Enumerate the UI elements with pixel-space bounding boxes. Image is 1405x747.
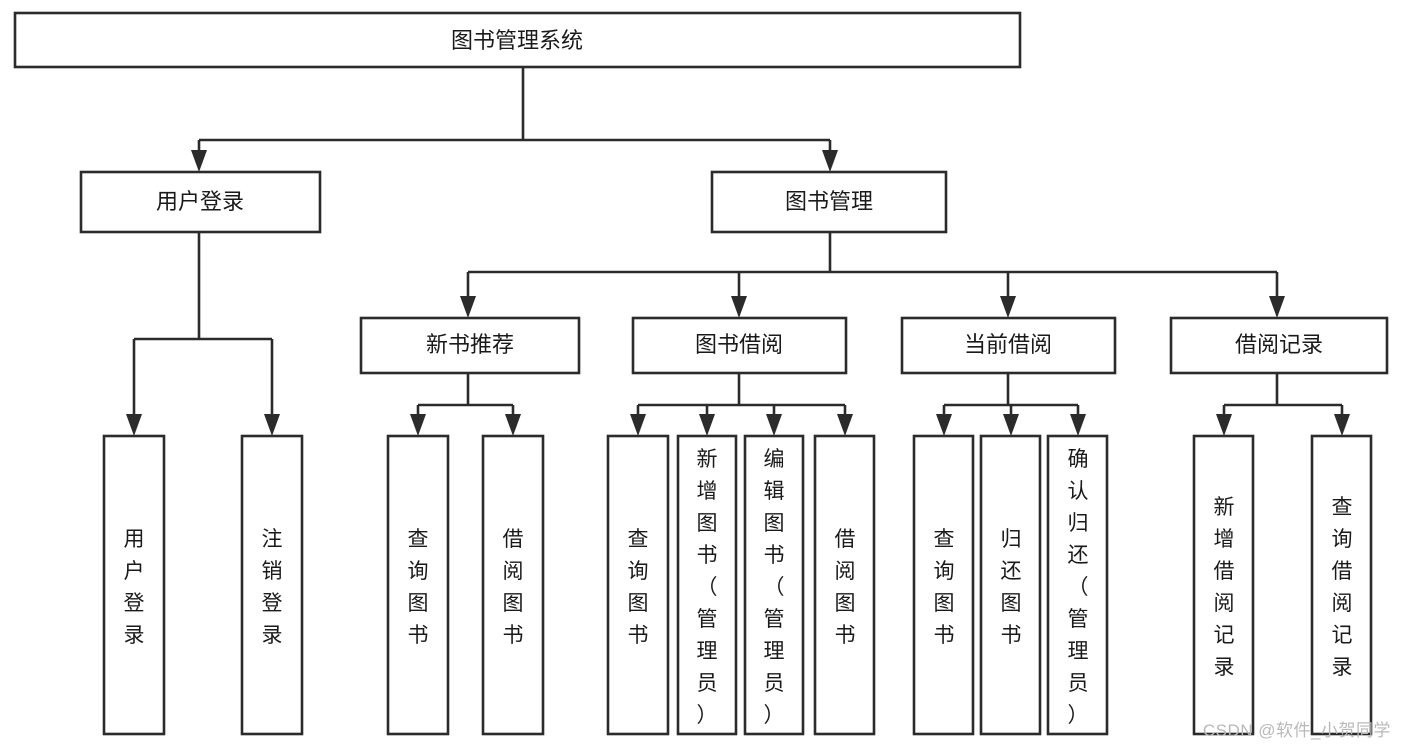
node-borrow-record-box[interactable] bbox=[1169, 316, 1389, 375]
node-leaf-edit-book-admin-label: 编辑图书（管理员） bbox=[764, 448, 785, 727]
arrowhead-user-login bbox=[191, 150, 207, 172]
node-book-management[interactable]: 图书管理 bbox=[710, 170, 948, 234]
node-leaf-return-book-box[interactable] bbox=[979, 434, 1042, 736]
node-user-login[interactable]: 用户登录 bbox=[79, 170, 322, 234]
node-leaf-query-book-borrow-label: 查询图书 bbox=[628, 528, 649, 647]
node-leaf-logout-label: 注销登录 bbox=[262, 528, 283, 647]
arrowhead-book-borrow bbox=[731, 296, 747, 318]
node-current-borrow-box[interactable] bbox=[900, 316, 1117, 375]
arrowhead-new-book-recommend bbox=[460, 296, 476, 318]
node-leaf-add-borrow-record[interactable]: 新增借阅记录 bbox=[1192, 434, 1255, 736]
node-leaf-query-borrow-record-label: 查询借阅记录 bbox=[1332, 496, 1353, 679]
node-leaf-user-login-box[interactable] bbox=[102, 434, 166, 736]
node-book-borrow[interactable]: 图书借阅 bbox=[631, 316, 848, 375]
node-leaf-query-book-current-box[interactable] bbox=[912, 434, 975, 736]
node-leaf-logout-box[interactable] bbox=[240, 434, 304, 736]
arrowhead-leaf-query-book-borrow bbox=[630, 414, 646, 436]
node-leaf-borrow-book-label: 借阅图书 bbox=[835, 528, 856, 647]
node-book-borrow-label: 图书借阅 bbox=[695, 332, 783, 357]
node-leaf-return-book[interactable]: 归还图书 bbox=[979, 434, 1042, 736]
arrowhead-leaf-return-book bbox=[1003, 414, 1019, 436]
node-leaf-query-book-current[interactable]: 查询图书 bbox=[912, 434, 975, 736]
node-leaf-query-borrow-record-box[interactable] bbox=[1310, 434, 1373, 736]
node-leaf-logout[interactable]: 注销登录 bbox=[240, 434, 304, 736]
node-leaf-user-login[interactable]: 用户登录 bbox=[102, 434, 166, 736]
node-leaf-borrow-book-rec-box[interactable] bbox=[481, 434, 545, 736]
arrowhead-leaf-borrow-book bbox=[837, 414, 853, 436]
node-leaf-edit-book-admin[interactable]: 编辑图书（管理员） bbox=[743, 434, 805, 736]
node-borrow-record-label: 借阅记录 bbox=[1235, 332, 1323, 357]
arrowhead-leaf-add-borrow-record bbox=[1216, 414, 1232, 436]
node-book-management-box[interactable] bbox=[710, 170, 948, 234]
node-leaf-confirm-return-admin-label: 确认归还（管理员） bbox=[1068, 448, 1089, 727]
node-leaf-add-borrow-record-box[interactable] bbox=[1192, 434, 1255, 736]
node-leaf-add-book-admin-label: 新增图书（管理员） bbox=[697, 448, 718, 727]
node-book-borrow-box[interactable] bbox=[631, 316, 848, 375]
node-root-label: 图书管理系统 bbox=[451, 28, 583, 53]
node-leaf-add-book-admin-box[interactable] bbox=[676, 434, 738, 736]
arrowhead-leaf-confirm-return-admin bbox=[1070, 414, 1086, 436]
node-new-book-recommend-label: 新书推荐 bbox=[426, 332, 514, 357]
arrowhead-leaf-user-login bbox=[126, 414, 142, 436]
node-root[interactable]: 图书管理系统 bbox=[13, 11, 1022, 69]
arrowhead-borrow-record bbox=[1269, 296, 1285, 318]
arrowhead-leaf-query-book-rec bbox=[410, 414, 426, 436]
node-leaf-borrow-book-box[interactable] bbox=[813, 434, 876, 736]
node-leaf-return-book-label: 归还图书 bbox=[1001, 528, 1022, 647]
node-leaf-query-book-borrow-box[interactable] bbox=[606, 434, 670, 736]
node-leaf-borrow-book-rec[interactable]: 借阅图书 bbox=[481, 434, 545, 736]
node-new-book-recommend-box[interactable] bbox=[359, 316, 581, 375]
node-new-book-recommend[interactable]: 新书推荐 bbox=[359, 316, 581, 375]
arrowhead-leaf-add-book-admin bbox=[699, 414, 715, 436]
node-leaf-borrow-book-rec-label: 借阅图书 bbox=[503, 528, 524, 647]
node-current-borrow-label: 当前借阅 bbox=[964, 332, 1052, 357]
arrowhead-leaf-query-borrow-record bbox=[1334, 414, 1350, 436]
node-root-box[interactable] bbox=[13, 11, 1022, 69]
arrowhead-current-borrow bbox=[1000, 296, 1016, 318]
node-user-login-box[interactable] bbox=[79, 170, 322, 234]
node-leaf-borrow-book[interactable]: 借阅图书 bbox=[813, 434, 876, 736]
node-book-management-label: 图书管理 bbox=[785, 189, 873, 214]
node-leaf-query-book-rec-box[interactable] bbox=[386, 434, 450, 736]
node-leaf-query-borrow-record[interactable]: 查询借阅记录 bbox=[1310, 434, 1373, 736]
arrowhead-leaf-edit-book-admin bbox=[766, 414, 782, 436]
connectors-layer bbox=[126, 67, 1350, 436]
node-leaf-query-book-current-label: 查询图书 bbox=[934, 528, 955, 647]
arrowhead-leaf-query-book-current bbox=[936, 414, 952, 436]
node-borrow-record[interactable]: 借阅记录 bbox=[1169, 316, 1389, 375]
node-leaf-add-borrow-record-label: 新增借阅记录 bbox=[1214, 496, 1235, 679]
arrowhead-leaf-borrow-book-rec bbox=[505, 414, 521, 436]
node-leaf-edit-book-admin-box[interactable] bbox=[743, 434, 805, 736]
node-leaf-query-book-rec[interactable]: 查询图书 bbox=[386, 434, 450, 736]
node-leaf-user-login-label: 用户登录 bbox=[124, 528, 145, 647]
arrowhead-book-management bbox=[822, 150, 838, 172]
node-leaf-confirm-return-admin-box[interactable] bbox=[1046, 434, 1109, 736]
node-leaf-query-book-borrow[interactable]: 查询图书 bbox=[606, 434, 670, 736]
arrowhead-leaf-logout bbox=[264, 414, 280, 436]
node-leaf-query-book-rec-label: 查询图书 bbox=[408, 528, 429, 647]
node-current-borrow[interactable]: 当前借阅 bbox=[900, 316, 1117, 375]
node-leaf-add-book-admin[interactable]: 新增图书（管理员） bbox=[676, 434, 738, 736]
node-leaf-confirm-return-admin[interactable]: 确认归还（管理员） bbox=[1046, 434, 1109, 736]
node-user-login-label: 用户登录 bbox=[156, 189, 244, 214]
